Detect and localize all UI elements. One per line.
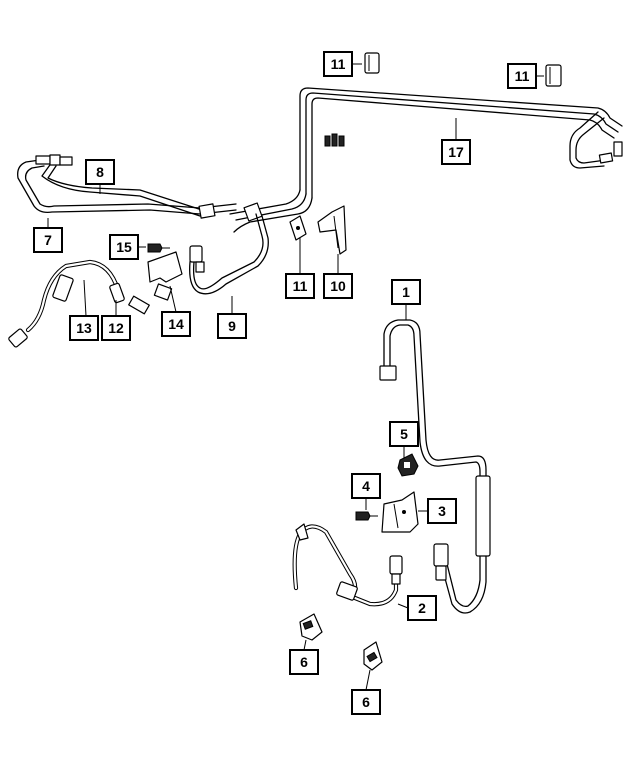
svg-text:4: 4 — [362, 478, 370, 494]
callout-11-top-left[interactable]: 11 — [323, 51, 353, 77]
callout-11-mid[interactable]: 11 — [285, 273, 315, 299]
leader-lines — [47, 63, 544, 691]
svg-text:17: 17 — [448, 144, 464, 160]
callout-7[interactable]: 7 — [33, 227, 63, 253]
bracket-3 — [381, 491, 419, 533]
callout-2[interactable]: 2 — [407, 595, 437, 621]
clip-11-mid — [289, 215, 307, 241]
brake-hose-13 — [8, 259, 150, 348]
svg-text:14: 14 — [168, 316, 184, 332]
svg-text:2: 2 — [418, 600, 426, 616]
svg-text:6: 6 — [362, 694, 370, 710]
svg-text:1: 1 — [402, 284, 410, 300]
svg-text:7: 7 — [44, 232, 52, 248]
svg-text:3: 3 — [438, 503, 446, 519]
bracket-14 — [147, 251, 183, 301]
svg-text:12: 12 — [108, 320, 124, 336]
svg-text:8: 8 — [96, 164, 104, 180]
callout-9[interactable]: 9 — [217, 313, 247, 339]
clip-11-top-right — [545, 64, 562, 87]
callout-1[interactable]: 1 — [391, 279, 421, 305]
brake-tube-1 — [379, 319, 491, 614]
svg-text:10: 10 — [330, 278, 346, 294]
callout-14[interactable]: 14 — [161, 311, 191, 337]
callout-15[interactable]: 15 — [109, 234, 139, 260]
svg-text:5: 5 — [400, 426, 408, 442]
brake-tube-assembly-17 — [229, 87, 623, 233]
callout-6-left[interactable]: 6 — [289, 649, 319, 675]
callout-4[interactable]: 4 — [351, 473, 381, 499]
callout-3[interactable]: 3 — [427, 498, 457, 524]
brake-tube-9 — [189, 213, 269, 295]
callout-6-right[interactable]: 6 — [351, 689, 381, 715]
svg-text:9: 9 — [228, 318, 236, 334]
clip-on-tube — [324, 133, 345, 147]
callout-17[interactable]: 17 — [441, 139, 471, 165]
svg-text:11: 11 — [331, 56, 346, 72]
bolt-15 — [147, 243, 170, 253]
connector-6-left — [299, 613, 323, 641]
svg-text:11: 11 — [515, 68, 530, 84]
svg-text:11: 11 — [293, 278, 308, 294]
callout-11-top-right[interactable]: 11 — [507, 63, 537, 89]
callout-13[interactable]: 13 — [69, 315, 99, 341]
svg-text:13: 13 — [76, 320, 92, 336]
callout-5[interactable]: 5 — [389, 421, 419, 447]
callout-10[interactable]: 10 — [323, 273, 353, 299]
clip-11-top-left — [364, 52, 380, 74]
bracket-10 — [317, 205, 347, 255]
svg-text:6: 6 — [300, 654, 308, 670]
bolt-4 — [355, 511, 378, 521]
clip-5 — [397, 453, 419, 477]
callout-8[interactable]: 8 — [85, 159, 115, 185]
connector-6-right — [363, 641, 383, 671]
brake-tube-7-8 — [17, 154, 263, 222]
callout-12[interactable]: 12 — [101, 315, 131, 341]
wheel-speed-sensor-2 — [292, 523, 403, 607]
svg-text:15: 15 — [116, 239, 132, 255]
